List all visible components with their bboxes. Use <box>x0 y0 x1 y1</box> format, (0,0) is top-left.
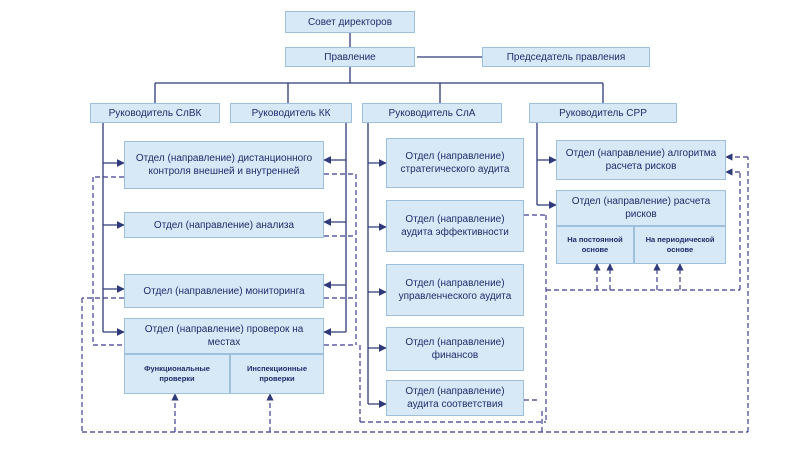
dept-onsite-box: Отдел (направление) проверок на местах <box>124 318 324 354</box>
dept-strategic-box: Отдел (направление) стратегического ауди… <box>386 138 524 188</box>
head-sla-box: Руководитель СлА <box>362 103 502 123</box>
head-slvk-box: Руководитель СлВК <box>90 103 220 123</box>
periodic-basis-box: На периодической основе <box>634 226 726 264</box>
dept-compliance-box: Отдел (направление) аудита соответствия <box>386 380 524 416</box>
inspection-checks-box: Инспекционные проверки <box>230 354 324 394</box>
head-srr-box: Руководитель СРР <box>529 103 677 123</box>
dept-risk-algorithm-box: Отдел (направление) алгоритма расчета ри… <box>556 140 726 180</box>
board-box: Совет директоров <box>285 11 415 33</box>
permanent-basis-box: На постоянной основе <box>556 226 634 264</box>
dept-efficiency-box: Отдел (направление) аудита эффективности <box>386 200 524 252</box>
functional-checks-box: Функциональные проверки <box>124 354 230 394</box>
dept-finance-box: Отдел (направление) финансов <box>386 327 524 371</box>
dept-monitoring-box: Отдел (направление) мониторинга <box>124 274 324 308</box>
management-box: Правление <box>285 47 415 67</box>
dept-risk-calc-box: Отдел (направление) расчета рисков <box>556 190 726 226</box>
dept-analysis-box: Отдел (направление) анализа <box>124 212 324 238</box>
head-kk-box: Руководитель КК <box>230 103 352 123</box>
dept-managerial-box: Отдел (направление) управленческого ауди… <box>386 264 524 316</box>
chairman-box: Председатель правления <box>482 47 650 67</box>
dept-remote-control-box: Отдел (направление) дистанционного контр… <box>124 141 324 189</box>
